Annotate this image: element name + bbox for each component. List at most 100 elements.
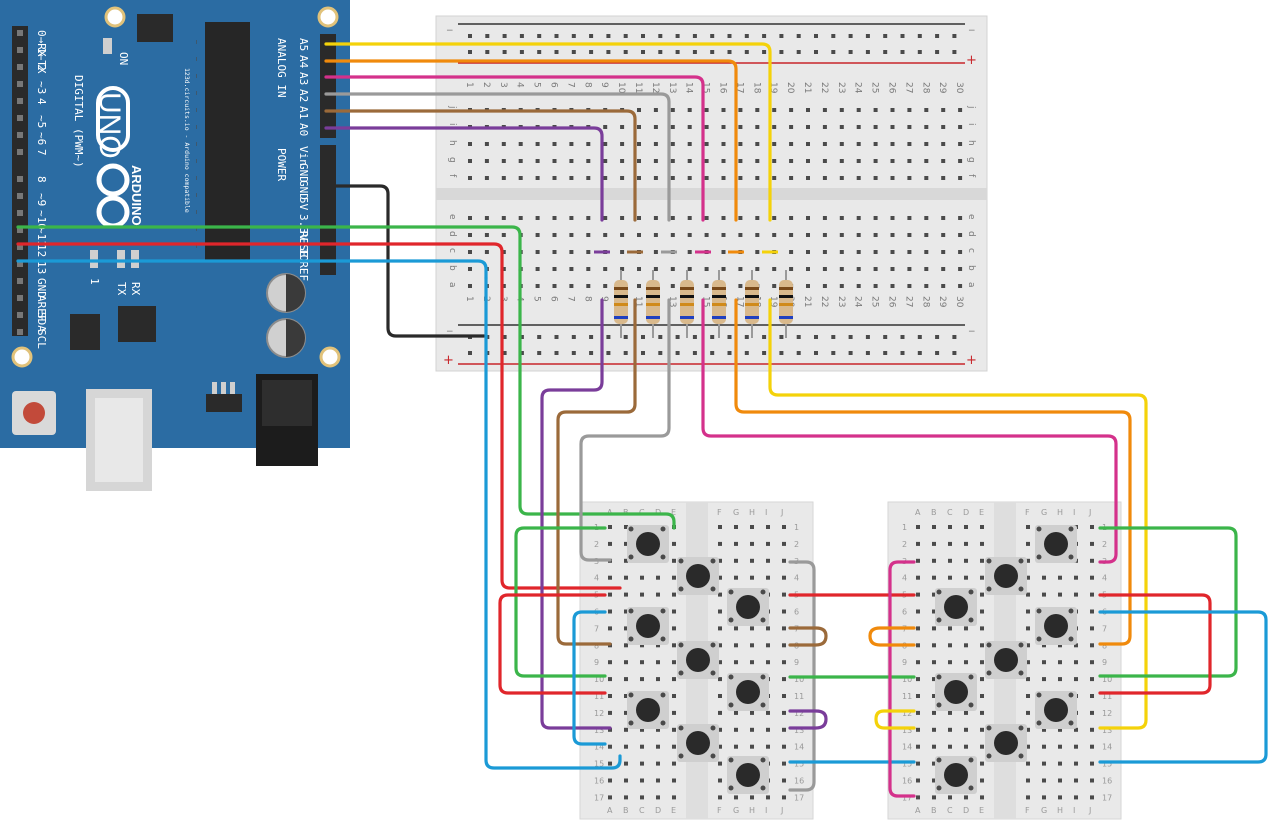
breadboard-hole[interactable] — [718, 643, 722, 648]
breadboard-hole[interactable] — [924, 108, 929, 112]
breadboard-hole[interactable] — [687, 125, 692, 129]
rail-hole[interactable] — [952, 351, 957, 355]
breadboard-hole[interactable] — [766, 727, 770, 732]
breadboard-hole[interactable] — [1090, 710, 1094, 715]
rail-hole[interactable] — [848, 335, 853, 339]
breadboard-hole[interactable] — [772, 142, 777, 146]
rail-hole[interactable] — [900, 335, 905, 339]
wire-a3-down[interactable] — [701, 298, 1118, 564]
rail-hole[interactable] — [606, 351, 611, 355]
breadboard-hole[interactable] — [687, 267, 692, 271]
breadboard-hole[interactable] — [656, 575, 660, 580]
push-button[interactable] — [935, 673, 977, 711]
breadboard-hole[interactable] — [958, 159, 963, 163]
push-button[interactable] — [935, 756, 977, 794]
breadboard-hole[interactable] — [535, 216, 540, 220]
breadboard-hole[interactable] — [586, 284, 591, 288]
wire-a4-down[interactable] — [734, 298, 1132, 646]
breadboard-hole[interactable] — [789, 125, 794, 129]
rail-hole[interactable] — [692, 351, 697, 355]
breadboard-hole[interactable] — [916, 643, 920, 648]
breadboard-hole[interactable] — [672, 761, 676, 766]
rail-hole[interactable] — [692, 50, 697, 54]
breadboard-hole[interactable] — [948, 660, 952, 665]
breadboard-hole[interactable] — [916, 609, 920, 614]
push-button[interactable] — [727, 588, 769, 626]
breadboard-hole[interactable] — [964, 643, 968, 648]
breadboard-hole[interactable] — [772, 233, 777, 237]
breadboard-hole[interactable] — [856, 250, 861, 254]
breadboard-hole[interactable] — [924, 125, 929, 129]
rail-hole[interactable] — [589, 335, 594, 339]
header-pin[interactable] — [17, 81, 23, 87]
breadboard-hole[interactable] — [980, 727, 984, 732]
breadboard-hole[interactable] — [766, 710, 770, 715]
breadboard-hole[interactable] — [958, 142, 963, 146]
breadboard-hole[interactable] — [907, 216, 912, 220]
rail-hole[interactable] — [554, 335, 559, 339]
breadboard-hole[interactable] — [468, 216, 472, 220]
breadboard-hole[interactable] — [718, 558, 722, 563]
breadboard-hole[interactable] — [468, 233, 472, 237]
breadboard-hole[interactable] — [839, 250, 844, 254]
breadboard-hole[interactable] — [890, 125, 895, 129]
push-button[interactable] — [627, 607, 669, 645]
breadboard-hole[interactable] — [586, 267, 591, 271]
rail-hole[interactable] — [519, 351, 524, 355]
rail-hole[interactable] — [848, 34, 853, 38]
breadboard-hole[interactable] — [704, 216, 709, 220]
breadboard-hole[interactable] — [620, 267, 625, 271]
breadboard-hole[interactable] — [653, 176, 658, 180]
breadboard-hole[interactable] — [924, 284, 929, 288]
breadboard-hole[interactable] — [518, 176, 523, 180]
breadboard-hole[interactable] — [750, 626, 754, 631]
breadboard-hole[interactable] — [738, 267, 743, 271]
breadboard-hole[interactable] — [1058, 643, 1062, 648]
breadboard-hole[interactable] — [637, 142, 641, 146]
wire-a0[interactable] — [324, 126, 604, 222]
breadboard-hole[interactable] — [789, 176, 794, 180]
breadboard-hole[interactable] — [672, 558, 676, 563]
breadboard-hole[interactable] — [958, 108, 963, 112]
breadboard-hole[interactable] — [766, 660, 770, 665]
breadboard-hole[interactable] — [586, 233, 591, 237]
breadboard-hole[interactable] — [755, 233, 760, 237]
breadboard-hole[interactable] — [721, 216, 726, 220]
breadboard-hole[interactable] — [755, 159, 760, 163]
breadboard-hole[interactable] — [789, 267, 794, 271]
header-pin[interactable] — [17, 193, 23, 199]
breadboard-hole[interactable] — [721, 233, 726, 237]
breadboard-hole[interactable] — [839, 267, 844, 271]
wire-d11[interactable] — [16, 225, 522, 272]
breadboard-hole[interactable] — [603, 267, 608, 271]
breadboard-hole[interactable] — [721, 267, 726, 271]
breadboard-hole[interactable] — [856, 176, 861, 180]
rail-hole[interactable] — [865, 335, 870, 339]
breadboard-hole[interactable] — [1090, 694, 1094, 698]
resistor[interactable] — [712, 270, 726, 338]
rail-hole[interactable] — [952, 50, 957, 54]
breadboard-hole[interactable] — [948, 727, 952, 732]
breadboard-hole[interactable] — [484, 233, 489, 237]
breadboard-hole[interactable] — [1026, 744, 1030, 749]
breadboard-hole[interactable] — [608, 660, 612, 665]
breadboard-hole[interactable] — [766, 626, 770, 631]
breadboard-hole[interactable] — [670, 159, 675, 163]
breadboard-hole[interactable] — [637, 216, 641, 220]
breadboard-hole[interactable] — [890, 250, 895, 254]
breadboard-hole[interactable] — [653, 125, 658, 129]
breadboard-hole[interactable] — [734, 558, 738, 563]
breadboard-hole[interactable] — [755, 216, 760, 220]
breadboard-hole[interactable] — [964, 626, 968, 631]
breadboard-hole[interactable] — [501, 159, 506, 163]
breadboard-hole[interactable] — [1042, 660, 1046, 665]
push-button[interactable] — [985, 724, 1027, 762]
breadboard-hole[interactable] — [535, 284, 540, 288]
breadboard-hole[interactable] — [916, 744, 920, 749]
breadboard-hole[interactable] — [1026, 643, 1030, 648]
breadboard-hole[interactable] — [468, 267, 472, 271]
rail-hole[interactable] — [485, 50, 490, 54]
breadboard-hole[interactable] — [687, 108, 692, 112]
breadboard-hole[interactable] — [806, 216, 810, 220]
breadboard-hole[interactable] — [873, 125, 878, 129]
